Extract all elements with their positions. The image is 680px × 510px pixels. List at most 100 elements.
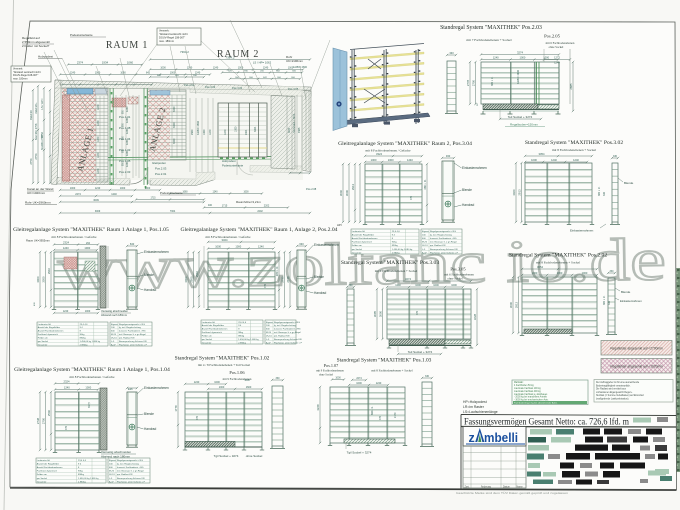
svg-text:3274: 3274 xyxy=(405,277,411,281)
svg-text:A-47: A-47 xyxy=(111,343,116,346)
svg-text:kurzzeit. Fachbodentr. i RG: kurzzeit. Fachbodentr. i RG xyxy=(117,466,144,469)
svg-text:1240: 1240 xyxy=(97,104,100,110)
svg-text:Standregal System "MAXITHEK": Standregal System "MAXITHEK" Pos.3.03 xyxy=(341,260,439,266)
svg-text:1934: 1934 xyxy=(102,61,109,65)
svg-text:Einkastenrahmen: Einkastenrahmen xyxy=(462,166,487,170)
svg-text:Handrad: Handrad xyxy=(314,291,326,295)
svg-text:"Abstand senkrecht nicht: "Abstand senkrecht nicht xyxy=(13,71,41,74)
svg-text:Anzahl Fachbodenebenen: Anzahl Fachbodenebenen xyxy=(37,466,63,469)
svg-text:1000: 1000 xyxy=(238,67,244,70)
svg-text:1000: 1000 xyxy=(520,56,526,60)
svg-text:A-47: A-47 xyxy=(266,341,271,344)
svg-text:Pos.1.08: Pos.1.08 xyxy=(119,126,131,130)
svg-text:DGUV-Regel 108-007": DGUV-Regel 108-007" xyxy=(159,36,185,40)
svg-text:1000: 1000 xyxy=(215,245,221,249)
svg-text:380 i. R.: 380 i. R. xyxy=(598,186,601,196)
svg-text:incl. Beanspr. lt. o gn Regal: incl. Beanspr. lt. o gn Regal xyxy=(274,331,301,334)
svg-text:Handrad: Handrad xyxy=(462,203,474,207)
svg-text:Anzahl der Regalfelder: Anzahl der Regalfelder xyxy=(202,324,225,327)
svg-text:Anzahl Fachbodenebenen: Anzahl Fachbodenebenen xyxy=(38,330,64,333)
svg-text:7364: 7364 xyxy=(170,210,176,213)
svg-text:Vierseitig abschneiden: Vierseitig abschneiden xyxy=(101,450,131,454)
svg-text:2790: 2790 xyxy=(281,276,285,283)
svg-text:1600: 1600 xyxy=(244,379,250,382)
svg-text:Podestunterkante: Podestunterkante xyxy=(160,191,183,195)
svg-text:23,4 4,6: 23,4 4,6 xyxy=(78,460,87,462)
svg-text:Pos.2.05: Pos.2.05 xyxy=(544,34,561,39)
svg-text:2.980kg: 2.980kg xyxy=(80,344,89,346)
svg-text:HP=Holzpodest: HP=Holzpodest xyxy=(463,400,487,404)
svg-text:3000: 3000 xyxy=(184,276,188,283)
svg-text:380 i. R.: 380 i. R. xyxy=(275,266,279,277)
svg-text:2913: 2913 xyxy=(515,301,519,308)
svg-text:1240: 1240 xyxy=(224,129,227,135)
svg-text:Einkastenrahmen: Einkastenrahmen xyxy=(620,299,642,303)
svg-text:max. 180mm: max. 180mm xyxy=(159,39,174,43)
svg-text:Regalfelder abgesenkt auf <270: Regalfelder abgesenkt auf <2700mm xyxy=(610,347,663,351)
svg-text:1000: 1000 xyxy=(356,382,362,385)
svg-text:90kg: 90kg xyxy=(238,332,244,334)
svg-text:1240: 1240 xyxy=(63,246,69,250)
svg-text:600: 600 xyxy=(422,238,426,240)
svg-text:23,4 4,6: 23,4 4,6 xyxy=(80,324,89,326)
svg-text:Abstand nach 180mm: Abstand nach 180mm xyxy=(101,313,128,317)
svg-text:842: 842 xyxy=(263,77,267,79)
svg-text:2.980kg: 2.980kg xyxy=(78,481,87,483)
svg-text:Pos.1.03: Pos.1.03 xyxy=(119,148,131,152)
svg-text:1000: 1000 xyxy=(70,187,76,190)
svg-text:Regalfeld auf: Regalfeld auf xyxy=(22,36,40,40)
svg-text:2885: 2885 xyxy=(569,83,573,90)
svg-text:Teil Sockel = 3074: Teil Sockel = 3074 xyxy=(294,114,296,133)
svg-text:2756: 2756 xyxy=(29,158,33,165)
svg-text:1715: 1715 xyxy=(150,198,156,200)
svg-text:400: 400 xyxy=(34,302,36,306)
svg-text:1240: 1240 xyxy=(126,128,129,134)
svg-text:8: 8 xyxy=(78,467,80,469)
svg-text:- 3000 kg bei mechanischem Ant: - 3000 kg bei mechanischem Antr. xyxy=(514,399,549,402)
svg-text:1240: 1240 xyxy=(258,245,264,249)
svg-text:330: 330 xyxy=(446,154,451,158)
svg-text:820: 820 xyxy=(175,75,179,77)
svg-text:1240: 1240 xyxy=(95,187,101,190)
svg-text:Fassungsvermögen Gesamt Netto:: Fassungsvermögen Gesamt Netto: ca. 726,6… xyxy=(464,417,629,428)
svg-text:Laufmeter lfd: Laufmeter lfd xyxy=(352,230,366,233)
svg-text:qm. Radlast KN: qm. Radlast KN xyxy=(117,473,133,476)
svg-text:330: 330 xyxy=(349,284,354,287)
svg-text:mbelli: mbelli xyxy=(484,431,518,445)
svg-text:2580: 2580 xyxy=(191,129,194,135)
svg-text:Gleitregalanlage System "MAXIT: Gleitregalanlage System "MAXITHEK" Raum … xyxy=(13,227,169,233)
svg-text:1000: 1000 xyxy=(415,284,421,287)
svg-text:330: 330 xyxy=(449,51,454,55)
svg-text:306: 306 xyxy=(277,77,281,79)
svg-text:2170: 2170 xyxy=(394,412,397,418)
svg-text:1000: 1000 xyxy=(219,386,225,389)
svg-text:306: 306 xyxy=(249,77,253,79)
svg-text:1273: 1273 xyxy=(554,56,560,60)
svg-text:Gesamter: Gesamter xyxy=(352,251,362,254)
svg-text:Maßstab:: Maßstab: xyxy=(514,381,524,384)
svg-text:Eigene: Eigene xyxy=(111,324,119,326)
svg-text:Podestunterkante: Podestunterkante xyxy=(222,164,244,168)
svg-text:200: 200 xyxy=(260,71,264,73)
svg-text:2560: 2560 xyxy=(47,409,51,416)
svg-text:"Abstand senkrecht nicht: "Abstand senkrecht nicht xyxy=(159,32,188,36)
svg-text:Eigene: Eigene xyxy=(266,322,274,324)
svg-text:Rohr: Rohr xyxy=(286,55,292,59)
svg-text:UK=2196mm: UK=2196mm xyxy=(286,59,304,63)
svg-text:Pos.1.05: Pos.1.05 xyxy=(119,159,131,163)
svg-text:1000: 1000 xyxy=(85,386,91,390)
svg-text:Regalfelder abgesenkt auf <192: Regalfelder abgesenkt auf <1920mm xyxy=(610,365,663,369)
svg-text:1240: 1240 xyxy=(551,158,557,162)
svg-text:Bodentragfähigkeit verantwortl: Bodentragfähigkeit verantwortlich. xyxy=(596,384,631,387)
svg-text:kurzzeit. Fachbodentr. i RG: kurzzeit. Fachbodentr. i RG xyxy=(430,237,457,240)
svg-text:Änderung: Änderung xyxy=(481,485,492,488)
svg-text:Pos.2.01: Pos.2.01 xyxy=(155,172,167,176)
svg-text:9 4: 9 4 xyxy=(80,327,84,329)
svg-text:1000: 1000 xyxy=(170,72,176,75)
svg-text:2.980kg: 2.980kg xyxy=(392,252,401,254)
svg-text:600: 600 xyxy=(109,467,113,469)
svg-text:Flachenpr. unter Schiene i. P: Flachenpr. unter Schiene i. P xyxy=(119,343,148,346)
svg-text:770: 770 xyxy=(379,415,382,420)
svg-text:306: 306 xyxy=(291,77,295,79)
svg-text:2700: 2700 xyxy=(472,79,476,86)
